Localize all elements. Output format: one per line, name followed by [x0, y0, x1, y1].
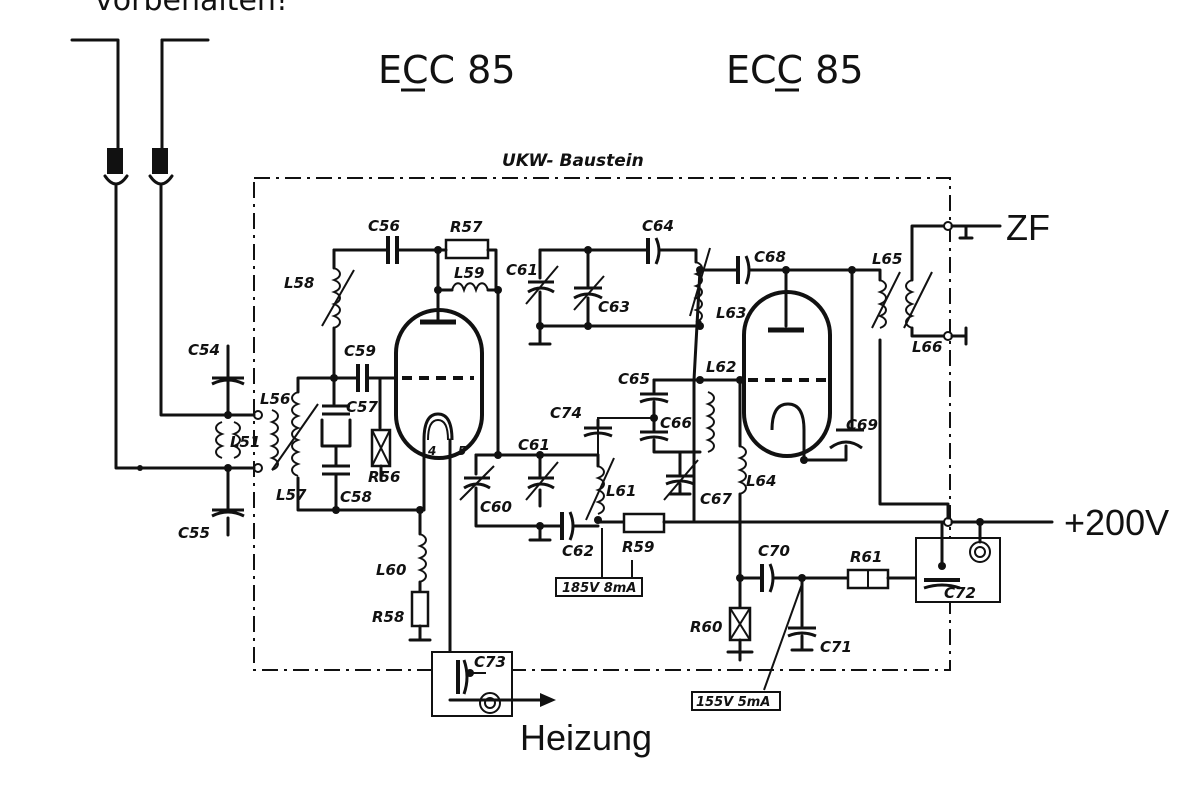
label-c54: C54	[188, 341, 220, 359]
label-c71: C71	[820, 638, 852, 656]
antenna-cables	[70, 38, 230, 471]
voltage-note-1: 185V 8mA	[562, 581, 636, 596]
label-c68: C68	[754, 248, 786, 266]
label-c72: C72	[944, 584, 976, 602]
input-section: C54 L51 C55	[178, 341, 263, 542]
cathode-path: L60 R58	[372, 506, 432, 642]
label-l59: L59	[454, 264, 484, 282]
supply-filter: R61 C72	[846, 520, 1001, 603]
label-l64: L64	[746, 472, 776, 490]
label-r56: R56	[368, 468, 400, 486]
label-c58: C58	[340, 488, 372, 506]
label-l62: L62	[706, 358, 736, 376]
module-title: UKW- Baustein	[502, 151, 644, 171]
oscillator-network: C60 C61 C62 L61 R59 185V 8mA	[459, 217, 950, 597]
label-r60: R60	[690, 618, 722, 636]
supply-rail: +200V	[878, 338, 1169, 543]
label-l58: L58	[284, 274, 314, 292]
header-text: vorbehalten!	[95, 0, 288, 18]
label-r59: R59	[622, 538, 654, 556]
label-c64: C64	[642, 217, 674, 235]
label-c67: C67	[700, 490, 732, 508]
tube-title-1: ECC 85	[378, 48, 516, 92]
tube-1: 4 5	[394, 288, 484, 702]
label-l63: L63	[716, 304, 746, 322]
label-l51: L51	[230, 433, 260, 451]
resistor-r59	[622, 512, 666, 534]
label-c66: C66	[660, 414, 692, 432]
label-c55: C55	[178, 524, 210, 542]
label-l66: L66	[912, 338, 942, 356]
label-l61: L61	[606, 482, 636, 500]
label-c65: C65	[618, 370, 650, 388]
label-l57: L57	[276, 486, 307, 504]
resistor-r57	[444, 238, 490, 260]
label-c74: C74	[550, 404, 582, 422]
module-boundary	[253, 177, 951, 671]
stage2-anode-feed: L64 C70 R60 C71 155V 5mA	[690, 445, 852, 711]
label-c69: C69	[846, 416, 878, 434]
label-r58: R58	[372, 608, 404, 626]
pin-5: 5	[458, 444, 466, 458]
label-c73: C73	[474, 653, 506, 671]
label-c60: C60	[480, 498, 512, 516]
voltage-note-2-box	[691, 691, 781, 711]
label-c70: C70	[758, 542, 790, 560]
label-c62: C62	[562, 542, 594, 560]
heater-feedthrough: C73 Heizung	[431, 651, 652, 758]
label-c61-upper: C61	[506, 261, 538, 279]
label-l60: L60	[376, 561, 406, 579]
label-c61-lower: C61	[518, 436, 550, 454]
stage1-input-network: L56 L57 L58 C56 R57 L59 C59	[260, 217, 502, 514]
tube-title-2: ECC 85	[726, 48, 864, 92]
voltage-note-1-box	[555, 577, 643, 597]
c73-box	[431, 651, 513, 717]
heater-label: Heizung	[520, 717, 652, 758]
label-r57: R57	[450, 218, 483, 236]
pin-4: 4	[427, 444, 436, 458]
voltage-note-2: 155V 5mA	[696, 695, 770, 710]
label-c59: C59	[344, 342, 376, 360]
label-l65: L65	[872, 250, 902, 268]
label-c56: C56	[368, 217, 400, 235]
label-c63: C63	[598, 298, 630, 316]
tube-2	[738, 266, 832, 464]
zf-label: ZF	[1006, 207, 1050, 248]
label-l56: L56	[260, 390, 290, 408]
label-c57: C57	[346, 398, 378, 416]
resistor-r58	[410, 590, 430, 628]
supply-label: +200V	[1064, 502, 1169, 543]
label-r61: R61	[850, 548, 882, 566]
if-output: L65 L66 ZF C69	[802, 207, 1050, 462]
